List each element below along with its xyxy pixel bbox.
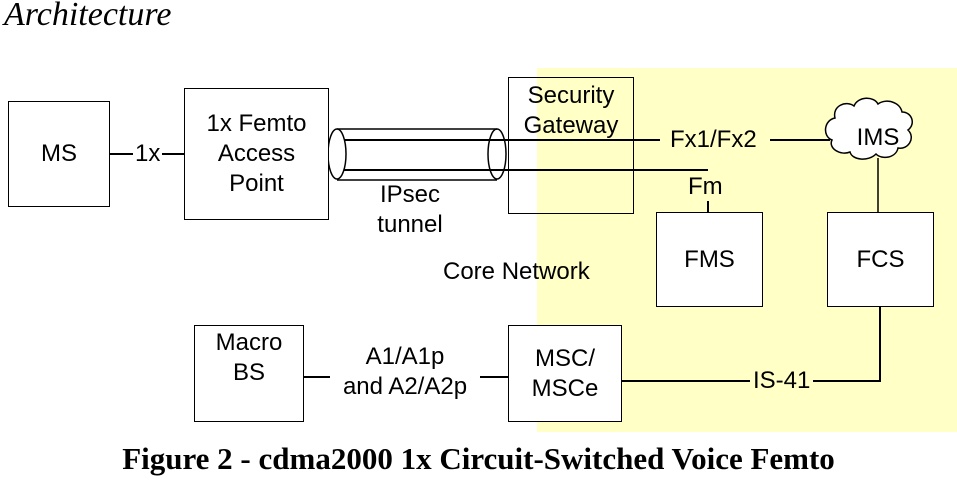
msc-label-line-2: MSCe	[531, 374, 599, 402]
ms-label: MS	[41, 140, 77, 167]
femto-label-line-2: Access	[217, 140, 296, 167]
security-gateway-node: Security Gateway	[508, 77, 634, 214]
msc-label-line-1: MSC/	[535, 344, 595, 372]
macro-bs-label-line-2: BS	[232, 359, 265, 386]
sgw-label-line-2: Gateway	[523, 112, 619, 139]
ims-cloud-shape	[824, 97, 913, 160]
macro-bs-node: Macro BS	[194, 325, 304, 422]
link-label-ipsec: IPsec tunnel	[370, 180, 450, 240]
a-interface-line-1: A1/A1p	[365, 343, 445, 370]
macro-bs-label-line-1: Macro	[215, 329, 283, 356]
femto-label-line-1: 1x Femto	[206, 110, 307, 137]
link-label-fx1-fx2: Fx1/Fx2	[668, 126, 759, 154]
ms-node: MS	[8, 101, 110, 207]
figure-caption: Figure 2 - cdma2000 1x Circuit-Switched …	[122, 441, 835, 476]
section-heading: Architecture	[4, 0, 172, 33]
fcs-label: FCS	[856, 245, 905, 273]
sgw-label-line-1: Security	[527, 82, 615, 109]
femto-label-line-3: Point	[229, 170, 284, 197]
ipsec-line-1: IPsec	[379, 181, 441, 208]
link-label-a-interface: A1/A1p and A2/A2p	[330, 342, 480, 402]
msc-node: MSC/ MSCe	[508, 325, 622, 422]
fcs-node: FCS	[827, 212, 934, 307]
link-label-1x: 1x	[133, 140, 163, 168]
ims-label: IMS	[856, 124, 900, 151]
fms-node: FMS	[656, 212, 763, 307]
a-interface-line-2: and A2/A2p	[342, 373, 468, 400]
link-label-is41: IS-41	[750, 367, 814, 395]
link-label-fm: Fm	[686, 173, 725, 201]
ipsec-line-2: tunnel	[377, 211, 443, 238]
fms-label: FMS	[684, 245, 735, 273]
core-network-label: Core Network	[443, 258, 590, 285]
femto-access-point-node: 1x Femto Access Point	[184, 88, 329, 220]
